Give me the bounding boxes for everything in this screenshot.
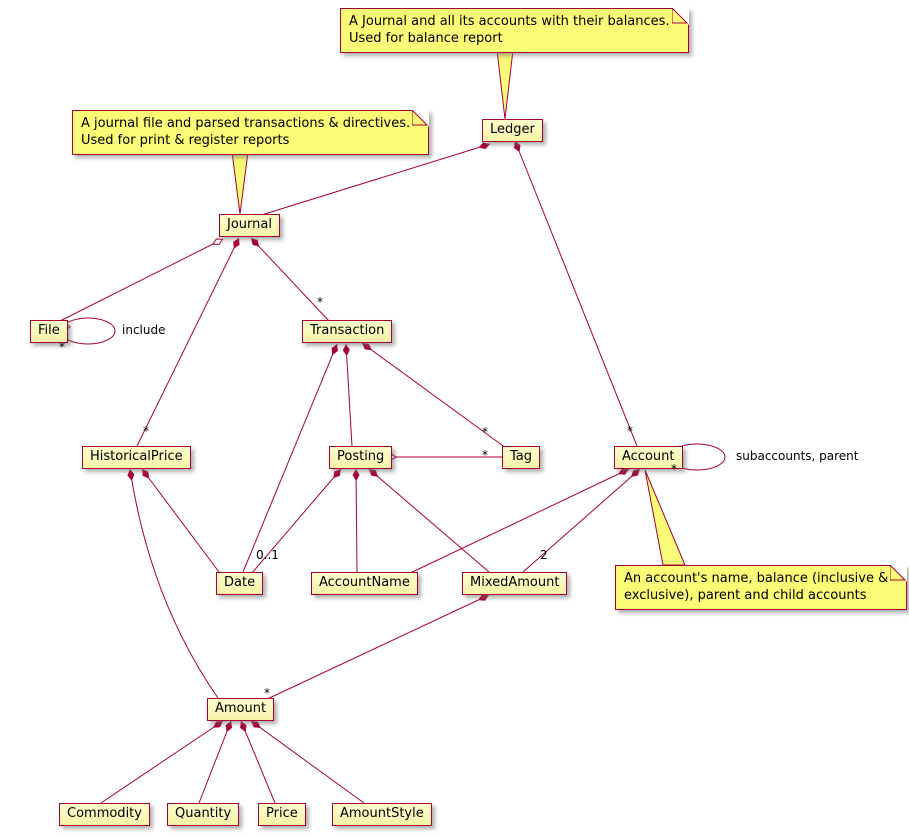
class-mixedamount: MixedAmount <box>462 572 568 595</box>
label-file-star: * <box>59 340 65 354</box>
class-date: Date <box>216 572 264 595</box>
note-connector-account <box>644 469 686 566</box>
class-commodity: Commodity <box>59 803 150 826</box>
label-tag-star-transaction: * <box>482 425 488 439</box>
edge-journal-transaction <box>250 237 330 322</box>
edge-historicalprice-date <box>141 468 220 573</box>
edge-transaction-posting <box>342 343 353 447</box>
edge-historicalprice-amount <box>127 468 219 699</box>
edge-posting-date <box>251 468 342 574</box>
class-posting: Posting <box>329 446 393 469</box>
class-tag: Tag <box>502 446 541 469</box>
class-transaction: Transaction <box>302 320 393 343</box>
edge-transaction-tag <box>361 342 507 449</box>
class-price: Price <box>258 803 306 826</box>
edge-journal-file <box>57 238 224 323</box>
label-account-self-star: * <box>671 462 677 476</box>
label-include: include <box>122 323 166 337</box>
label-subaccounts-parent: subaccounts, parent <box>736 449 859 463</box>
edge-amount-quantity <box>198 720 233 804</box>
self-loop-file <box>60 317 116 345</box>
note-ledger-line1: A Journal and all its accounts with thei… <box>349 14 670 29</box>
class-quantity: Quantity <box>167 803 240 826</box>
note-fold-icon <box>671 8 689 25</box>
class-accountname: AccountName <box>311 572 418 595</box>
class-amount: Amount <box>207 698 275 721</box>
note-ledger-line2: Used for balance report <box>349 31 503 46</box>
edge-account-mixedamount <box>522 468 641 573</box>
label-posting-date-mult: 0..1 <box>256 548 279 562</box>
edge-posting-accountname <box>352 468 360 573</box>
note-account: An account's name, balance (inclusive & … <box>615 565 908 610</box>
label-amount-star: * <box>264 686 270 700</box>
note-connector-journal <box>231 151 249 215</box>
edge-journal-historicalprice <box>136 237 240 447</box>
note-journal-line1: A journal file and parsed transactions &… <box>81 116 411 131</box>
class-file: File <box>30 320 68 343</box>
note-account-line2: exclusive), parent and child accounts <box>624 588 867 603</box>
label-account-star: * <box>627 424 633 438</box>
label-tag-star-posting: * <box>482 448 488 462</box>
edge-amount-price <box>240 720 276 804</box>
class-historicalprice: HistoricalPrice <box>82 446 191 469</box>
edge-transaction-date <box>242 343 338 573</box>
label-historicalprice-star: * <box>143 424 149 438</box>
class-journal: Journal <box>219 214 280 237</box>
note-account-line1: An account's name, balance (inclusive & <box>624 571 889 586</box>
label-account-mixed-mult: 2 <box>540 548 548 562</box>
edge-amount-commodity <box>100 720 224 804</box>
note-fold-icon <box>890 565 908 582</box>
note-journal-line2: Used for print & register reports <box>81 133 290 148</box>
note-fold-icon <box>412 110 430 127</box>
edge-posting-mixedamount <box>368 468 490 573</box>
edge-ledger-account <box>513 140 638 447</box>
class-amountstyle: AmountStyle <box>332 803 432 826</box>
edge-account-accountname <box>403 468 630 577</box>
edge-mixedamount-amount <box>262 594 490 702</box>
label-transaction-star: * <box>317 295 323 309</box>
note-ledger: A Journal and all its accounts with thei… <box>340 8 689 53</box>
edge-ledger-journal <box>254 142 491 218</box>
edge-amount-amountstyle <box>250 720 365 804</box>
note-journal: A journal file and parsed transactions &… <box>72 110 430 155</box>
class-ledger: Ledger <box>482 119 543 142</box>
note-connector-ledger <box>496 49 514 120</box>
class-account: Account <box>614 446 683 469</box>
